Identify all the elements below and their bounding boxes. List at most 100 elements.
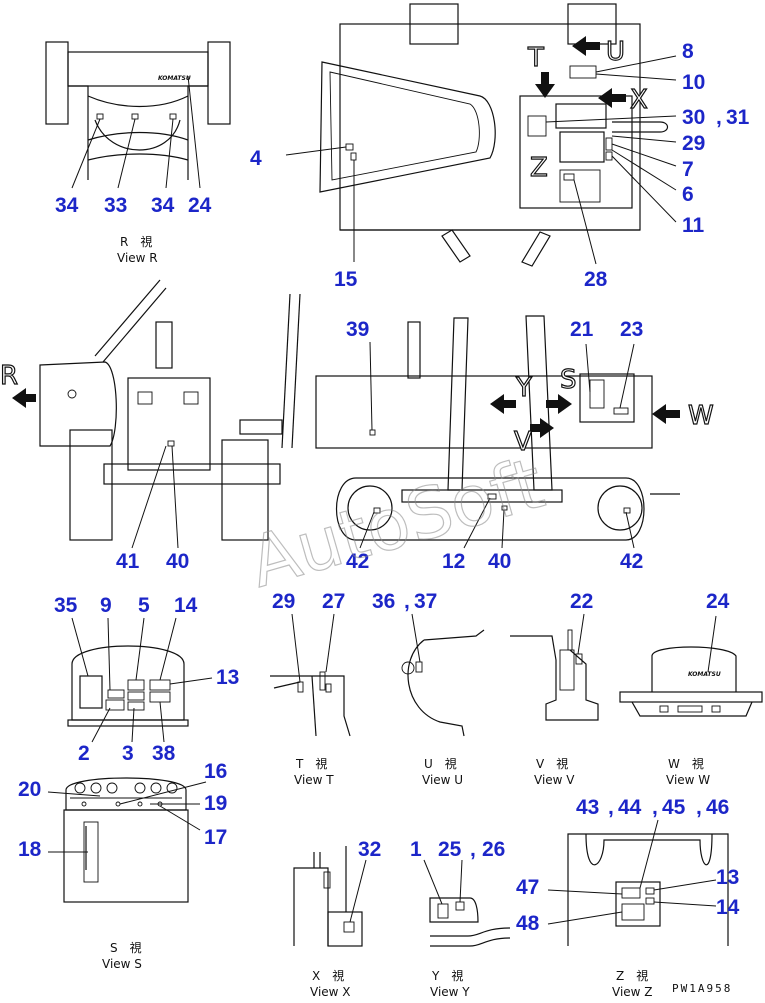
view-r-caption-jp: R 視 — [120, 234, 152, 249]
callout-6: 6 — [682, 183, 694, 206]
callout-24: 24 — [706, 590, 730, 613]
callout-22: 22 — [570, 590, 593, 613]
view-t-caption-en: View T — [294, 773, 334, 787]
callout-24: 24 — [188, 194, 212, 217]
callout-13: 13 — [716, 866, 739, 889]
callout-separator: , — [716, 106, 722, 129]
view-z-drawing — [547, 819, 729, 946]
view-v-caption-jp: V 視 — [536, 756, 568, 771]
callout-29: 29 — [272, 590, 295, 613]
callout-25: 25 — [438, 838, 462, 861]
view-letter-x: X — [630, 85, 648, 115]
callout-34: 34 — [55, 194, 79, 217]
view-t-drawing — [270, 613, 351, 737]
view-v-caption-en: View V — [534, 773, 575, 787]
callout-44: 44 — [618, 796, 642, 819]
console-panel-drawing — [67, 617, 213, 743]
view-v-drawing — [510, 613, 599, 721]
callout-28: 28 — [584, 268, 608, 291]
view-letter-t: T — [527, 43, 544, 73]
drawing-code: PW1A958 — [672, 982, 732, 995]
view-w-caption-en: View W — [666, 773, 710, 787]
view-x-drawing — [293, 846, 367, 947]
callout-separator: , — [608, 796, 614, 819]
callout-39: 39 — [346, 318, 369, 341]
callout-separator: , — [696, 796, 702, 819]
callout-36: 36 — [372, 590, 395, 613]
view-s-caption-en: View S — [102, 957, 142, 971]
callout-23: 23 — [620, 318, 643, 341]
brand-mark-label: KOMATSU — [158, 75, 191, 82]
view-w-caption-jp: W 視 — [668, 756, 704, 771]
callout-17: 17 — [204, 826, 227, 849]
callout-40: 40 — [488, 550, 511, 573]
view-letter-z: Z — [530, 153, 548, 183]
callout-16: 16 — [204, 760, 227, 783]
view-letter-r: R — [0, 361, 18, 391]
callout-42: 42 — [620, 550, 643, 573]
callout-7: 7 — [682, 158, 694, 181]
side-view-drawing — [12, 279, 680, 541]
callout-31: 31 — [726, 106, 750, 129]
callout-47: 47 — [516, 876, 539, 899]
view-y-drawing — [423, 859, 511, 947]
view-z-caption-en: View Z — [612, 985, 653, 999]
callout-14: 14 — [174, 594, 198, 617]
callout-15: 15 — [334, 268, 358, 291]
callout-18: 18 — [18, 838, 42, 861]
callout-26: 26 — [482, 838, 505, 861]
callout-34: 34 — [151, 194, 175, 217]
callout-29: 29 — [682, 132, 705, 155]
view-u-caption-jp: U 視 — [424, 756, 457, 771]
callout-38: 38 — [152, 742, 176, 765]
callout-11: 11 — [682, 214, 705, 237]
view-letter-y: Y — [515, 373, 532, 403]
view-y-caption-jp: Y 視 — [431, 968, 463, 983]
callout-14: 14 — [716, 896, 740, 919]
view-r-drawing: KOMATSU — [45, 41, 231, 189]
callout-9: 9 — [100, 594, 112, 617]
view-t-caption-jp: T 視 — [295, 756, 327, 771]
callout-10: 10 — [682, 71, 705, 94]
callout-48: 48 — [516, 912, 540, 935]
view-x-caption-jp: X 視 — [312, 968, 344, 983]
view-letter-u: U — [606, 37, 625, 67]
view-u-drawing — [401, 613, 485, 737]
callout-27: 27 — [322, 590, 345, 613]
callout-13: 13 — [216, 666, 239, 689]
callout-32: 32 — [358, 838, 381, 861]
view-letter-w: W — [688, 401, 714, 431]
view-letter-s: S — [560, 365, 577, 395]
callout-37: 37 — [414, 590, 437, 613]
callout-21: 21 — [570, 318, 594, 341]
view-x-caption-en: View X — [310, 985, 351, 999]
callout-separator: , — [652, 796, 658, 819]
view-s-caption-jp: S 視 — [110, 940, 142, 955]
callout-41: 41 — [116, 550, 140, 573]
view-r-caption-en: View R — [117, 251, 158, 265]
callout-35: 35 — [54, 594, 78, 617]
callout-46: 46 — [706, 796, 729, 819]
view-s-drawing — [47, 777, 207, 903]
callout-separator: , — [470, 838, 476, 861]
callout-separator: , — [404, 590, 410, 613]
callout-30: 30 — [682, 106, 705, 129]
view-w-drawing: KOMATSU — [619, 615, 763, 717]
view-y-caption-en: View Y — [430, 985, 470, 999]
w-brand-mark-label: KOMATSU — [688, 671, 721, 678]
callout-20: 20 — [18, 778, 41, 801]
callout-33: 33 — [104, 194, 127, 217]
callout-5: 5 — [138, 594, 150, 617]
view-letter-v: V — [514, 427, 532, 457]
callout-19: 19 — [204, 792, 227, 815]
watermark: AutoSoft — [241, 442, 553, 604]
callout-4: 4 — [250, 147, 262, 170]
callout-12: 12 — [442, 550, 465, 573]
view-u-caption-en: View U — [422, 773, 463, 787]
callout-2: 2 — [78, 742, 90, 765]
callout-3: 3 — [122, 742, 134, 765]
callout-43: 43 — [576, 796, 599, 819]
callout-8: 8 — [682, 40, 694, 63]
callout-40: 40 — [166, 550, 189, 573]
